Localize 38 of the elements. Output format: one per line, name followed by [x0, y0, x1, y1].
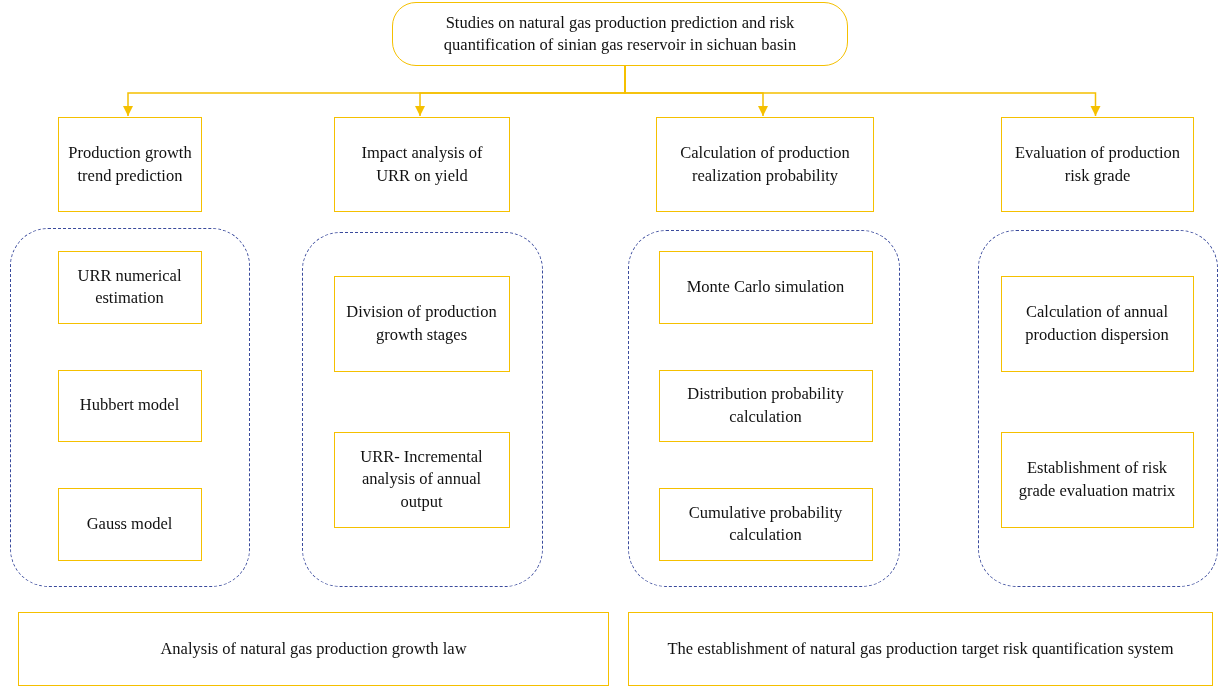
box-text: Evaluation of production risk grade [1014, 142, 1181, 187]
process-box [57, 487, 202, 561]
process-box [1001, 117, 1194, 212]
box-text: Calculation of annual production dispersion [1024, 301, 1170, 346]
box-text: URR- Incremental analysis of annual output [359, 446, 484, 513]
box-text: Cumulative probability calculation [687, 501, 844, 546]
process-box [656, 117, 874, 212]
box-text: Hubbert model [79, 394, 180, 417]
process-box [333, 431, 510, 528]
dashed-group [10, 228, 250, 587]
process-box [658, 487, 873, 561]
box-text: Division of production growth stages [345, 301, 498, 346]
box-text: Production growth trend prediction [67, 142, 193, 187]
box-text: Studies on natural gas production prediction and risk quantification of sinian gas reservoir in sichuan basin [442, 11, 798, 56]
title-box [392, 2, 848, 66]
dashed-group [302, 232, 543, 587]
box-text: Calculation of production realization probability [679, 142, 851, 187]
process-box [1000, 431, 1194, 528]
box-text: Impact analysis of URR on yield [360, 142, 484, 187]
process-box [18, 612, 609, 686]
process-box [1000, 275, 1194, 372]
box-text: Distribution probability calculation [686, 383, 845, 428]
box-text: Monte Carlo simulation [686, 275, 845, 298]
process-box [57, 250, 202, 324]
box-text: Gauss model [86, 512, 173, 535]
box-text: Analysis of natural gas production growth law [160, 637, 467, 660]
box-text: The establishment of natural gas production target risk quantification system [667, 637, 1174, 660]
box-text: Establishment of risk grade evaluation matrix [1017, 457, 1177, 502]
process-box [58, 117, 202, 212]
process-box [658, 250, 873, 324]
process-box [658, 369, 873, 442]
dashed-group [978, 230, 1218, 587]
process-box [57, 369, 202, 442]
process-box [628, 612, 1213, 686]
process-box [333, 275, 510, 372]
box-text: URR numerical estimation [76, 264, 183, 309]
dashed-group [628, 230, 900, 587]
process-box [334, 117, 510, 212]
